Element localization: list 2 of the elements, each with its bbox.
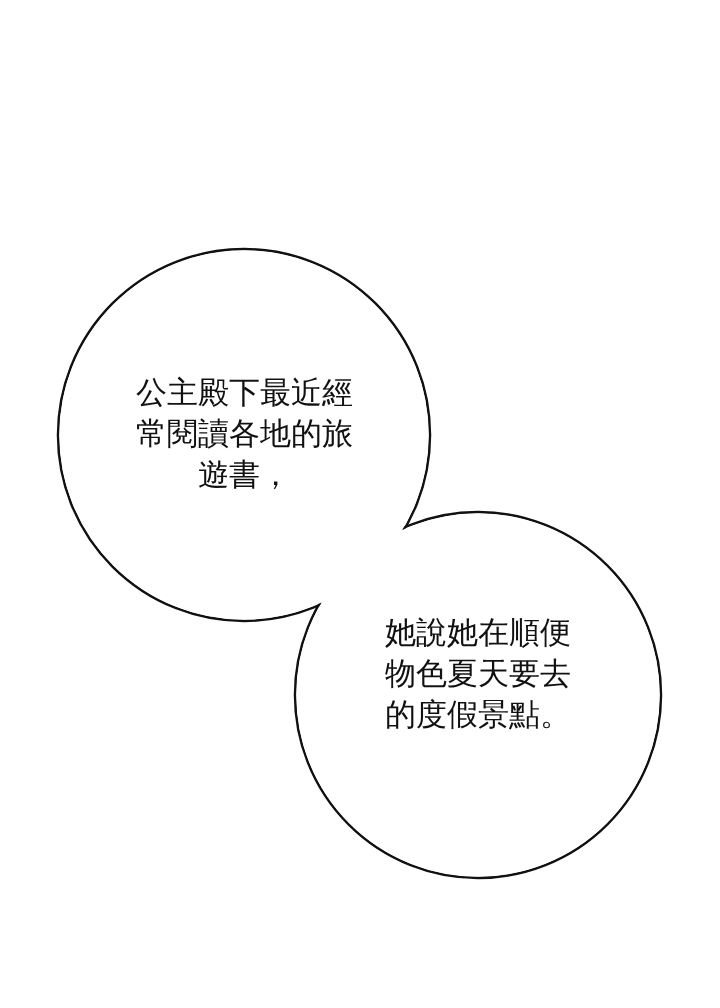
dialogue-text: 她說她在順便物色夏天要去的度假景點。	[384, 613, 572, 734]
dialogue-text: 公主殿下最近經常閱讀各地的旅遊書，	[134, 373, 354, 494]
